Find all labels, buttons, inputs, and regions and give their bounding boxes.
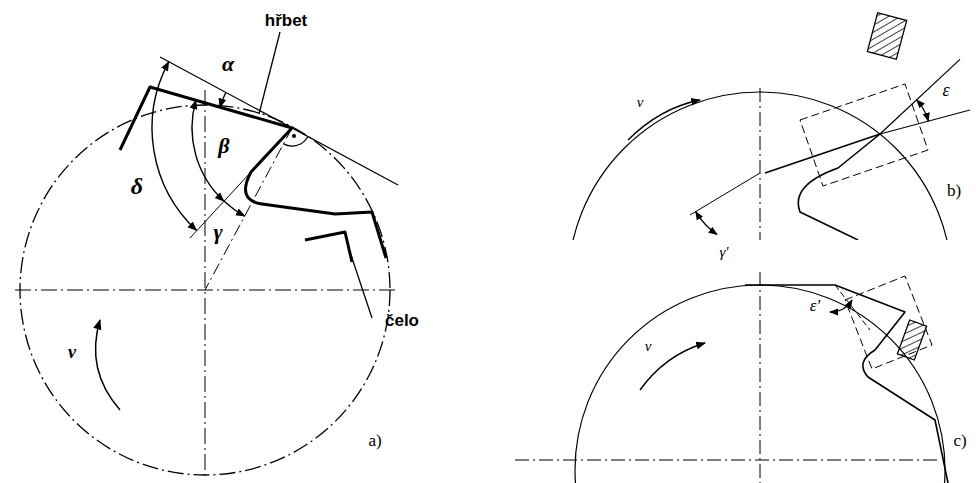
leader-line xyxy=(259,32,280,114)
panel-label: b) xyxy=(947,182,961,199)
radial-line xyxy=(205,128,292,290)
tooth-outline xyxy=(765,134,880,240)
angle-symbol: γ xyxy=(213,221,222,243)
angle-symbol: ε' xyxy=(810,297,820,314)
angle-arc xyxy=(696,212,717,235)
grinding-wheel xyxy=(867,13,906,59)
angle-arc xyxy=(224,201,245,216)
velocity-label: v xyxy=(637,95,644,110)
panel-a xyxy=(15,32,398,475)
velocity-label: v xyxy=(645,339,652,354)
angle-symbol: γ' xyxy=(719,245,728,260)
angle-symbol: δ xyxy=(131,174,143,198)
center-line xyxy=(205,90,206,475)
panel-c xyxy=(515,272,948,483)
right-angle-mark xyxy=(284,137,308,147)
angle-symbol: α xyxy=(222,53,234,75)
part-name: čelo xyxy=(385,312,419,329)
part-name: hřbet xyxy=(265,12,308,29)
angle-arc xyxy=(220,93,226,108)
center-line xyxy=(760,88,761,240)
leader-line xyxy=(348,246,372,318)
center-line xyxy=(760,272,761,483)
section-frame xyxy=(845,276,932,369)
angle-symbol: β xyxy=(218,135,229,157)
tooth-outline xyxy=(305,232,352,262)
rotation-arrow xyxy=(96,320,121,410)
reference-line xyxy=(690,173,760,215)
tangent-line xyxy=(160,57,398,185)
reference-line xyxy=(835,285,870,330)
section-frame xyxy=(800,84,928,186)
center-line xyxy=(515,460,940,461)
center-line xyxy=(15,290,398,291)
angle-arc xyxy=(152,62,196,231)
angle-arc xyxy=(830,300,852,312)
grinding-wheel xyxy=(897,320,926,360)
panel-label: a) xyxy=(368,432,381,449)
tooth-outline xyxy=(745,285,948,483)
panel-b xyxy=(568,13,970,240)
velocity-label: v xyxy=(68,343,76,361)
right-angle-dot xyxy=(292,134,296,138)
panel-label: c) xyxy=(953,432,966,449)
angle-symbol: ε xyxy=(942,81,949,99)
angle-arc xyxy=(917,100,929,121)
